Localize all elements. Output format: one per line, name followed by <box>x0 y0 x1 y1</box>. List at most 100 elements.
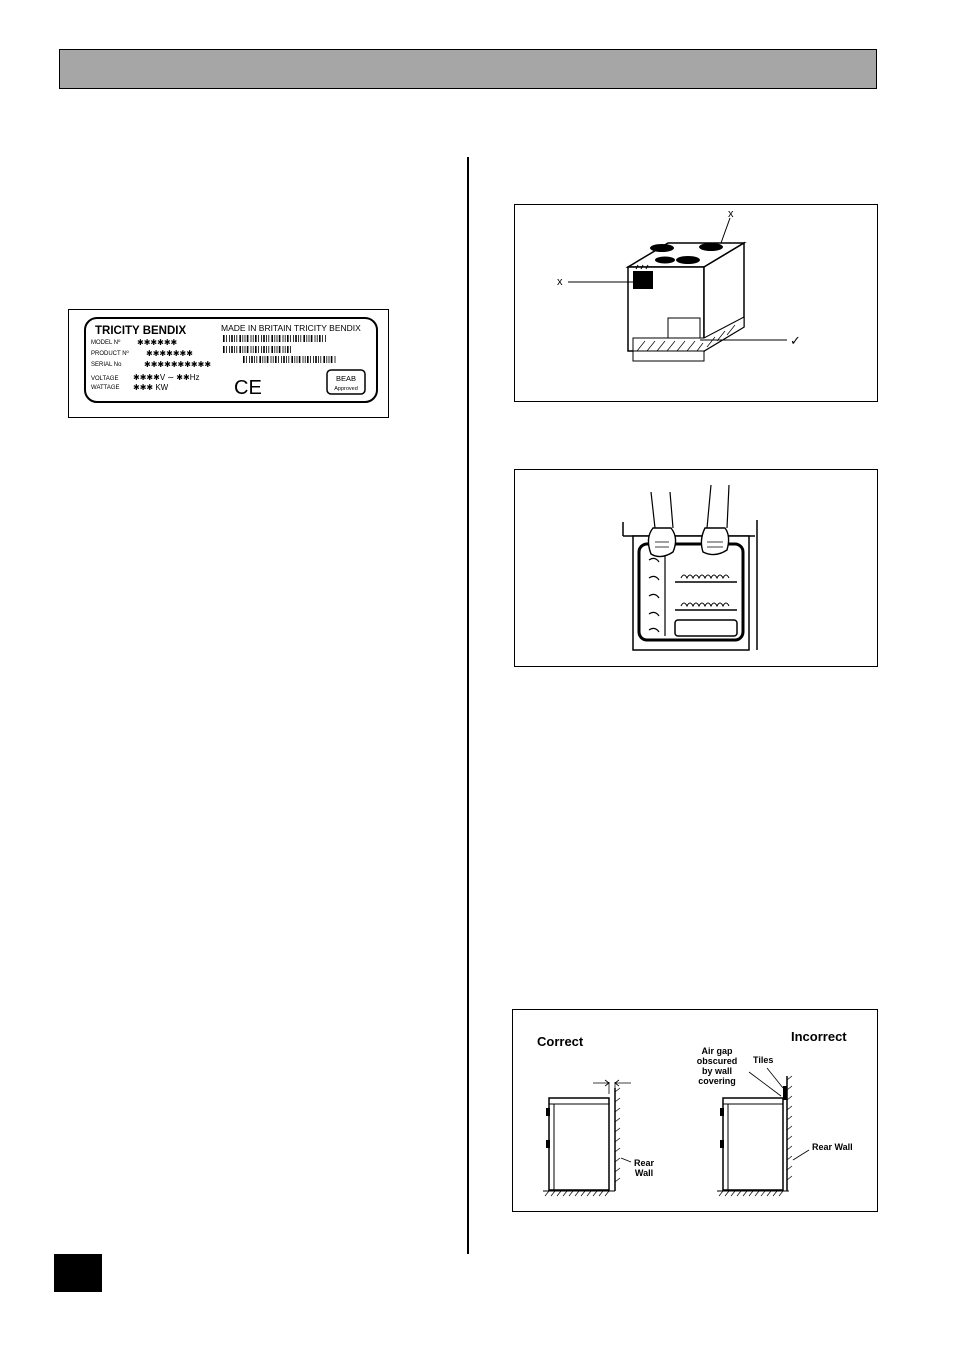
barcode-bar <box>252 346 254 353</box>
barcode-bar <box>298 356 301 363</box>
barcode-bar <box>302 356 304 363</box>
barcode-bar <box>287 335 289 342</box>
barcode-bar <box>276 335 278 342</box>
barcode-bar <box>303 335 305 342</box>
barcode-bar <box>259 356 261 363</box>
mark-right: ✓ <box>790 333 801 348</box>
barcode-bar <box>325 335 326 342</box>
shelf-runners <box>648 557 660 633</box>
barcode-bar <box>250 335 252 342</box>
barcode-bar <box>284 346 286 353</box>
barcode-bar <box>266 346 267 353</box>
leader-line <box>748 1071 782 1097</box>
barcode-bar <box>255 346 257 353</box>
plate-product-label: PRODUCT Nº <box>91 350 130 357</box>
air-gap-line2: obscured <box>697 1056 738 1066</box>
barcode-bar <box>234 335 235 342</box>
wall-tiles <box>783 1086 787 1100</box>
oven-tray <box>674 619 738 637</box>
barcode-bar <box>239 346 241 353</box>
wall-hatching <box>614 1087 621 1183</box>
barcode-bar <box>252 335 254 342</box>
barcode-bar <box>274 346 276 353</box>
barcode-bar <box>270 356 272 363</box>
barcode-bar <box>223 346 225 353</box>
barcode-bar <box>290 335 291 342</box>
barcode-bar <box>318 356 319 363</box>
barcode-bar <box>231 346 233 353</box>
barcode-bar <box>291 356 293 363</box>
barcode-bar <box>244 335 246 342</box>
right-hand-icon <box>700 527 730 556</box>
column-divider <box>467 157 469 1254</box>
rating-plate-svg: TRICITY BENDIX MADE IN BRITAIN TRICITY B… <box>84 317 378 403</box>
wall-clearance-svg: Correct Incorrect Rear Wall Air gap obsc… <box>537 1029 853 1197</box>
barcode-bar <box>287 346 289 353</box>
rear-wall-left-line1: Rear <box>634 1158 655 1168</box>
barcode-bar <box>323 356 325 363</box>
section-header-bar <box>59 49 877 89</box>
oven-lifting-svg <box>622 484 758 651</box>
barcode-bar <box>286 356 287 363</box>
mark-wrong-left: x <box>557 276 563 288</box>
barcode-bar <box>278 356 279 363</box>
barcode-bar <box>315 356 317 363</box>
barcode-bar <box>264 356 266 363</box>
barcode-bar <box>254 356 255 363</box>
floor-hatching <box>718 1190 784 1197</box>
barcode-bar <box>251 356 253 363</box>
plate-wattage-value: ✱✱✱ KW <box>133 383 169 392</box>
barcode-bar <box>275 356 277 363</box>
barcode-bar <box>226 346 227 353</box>
floor-hatching <box>544 1190 610 1197</box>
beab-badge <box>326 369 366 395</box>
plate-serial-value: ✱✱✱✱✱✱✱✱✱✱ <box>144 360 211 369</box>
barcode-bar <box>288 356 290 363</box>
barcode-bar <box>322 335 323 342</box>
air-gap-line3: by wall <box>702 1066 732 1076</box>
barcode-bar <box>268 335 270 342</box>
cooker-incorrect <box>722 1097 784 1191</box>
right-arm <box>706 484 730 529</box>
oven-lifting-figure <box>514 469 878 667</box>
barcode-bar <box>278 335 281 342</box>
barcode-bar <box>298 335 299 342</box>
hotplate-icon <box>699 243 723 251</box>
floor-block <box>632 350 705 362</box>
wall-hatching <box>786 1075 793 1181</box>
wrong-lift-point <box>633 271 653 289</box>
barcode-bar <box>307 356 309 363</box>
barcode-bar <box>244 346 246 353</box>
plate-product-value: ✱✱✱✱✱✱✱ <box>146 349 193 358</box>
barcode-bar <box>306 335 308 342</box>
incorrect-label: Incorrect <box>791 1029 847 1044</box>
barcode-bar <box>283 356 285 363</box>
barcode-bar <box>266 356 269 363</box>
barcode-bar <box>263 335 265 342</box>
barcode-bar <box>330 356 333 363</box>
barcode-bar <box>282 346 284 353</box>
barcode-bar <box>266 335 267 342</box>
door-handle-icon <box>546 1108 550 1116</box>
plate-voltage-value: ✱✱✱✱V ∼ ✱✱Hz <box>133 373 199 382</box>
barcode-bar <box>262 356 264 363</box>
plate-wattage-label: WATTAGE <box>91 385 120 391</box>
barcode-bar <box>255 335 257 342</box>
lifting-points-svg: x x ✓ <box>557 208 801 362</box>
barcode-bar <box>258 335 259 342</box>
leader-line <box>792 1149 810 1161</box>
grill-element <box>680 574 730 580</box>
door-handle-icon <box>546 1140 550 1148</box>
leader-line <box>620 1157 632 1163</box>
base-hatching <box>636 324 736 352</box>
rating-plate-figure: TRICITY BENDIX MADE IN BRITAIN TRICITY B… <box>68 309 389 418</box>
barcode-bar <box>284 335 286 342</box>
grill-element <box>680 602 730 608</box>
barcode-bar <box>223 335 225 342</box>
barcode-bar <box>271 335 273 342</box>
barcode-bar <box>314 335 316 342</box>
rear-wall-left-line2: Wall <box>635 1168 653 1178</box>
plate-barcodes <box>223 335 336 363</box>
mark-wrong-top: x <box>728 208 734 220</box>
ce-mark: CE <box>234 377 262 399</box>
